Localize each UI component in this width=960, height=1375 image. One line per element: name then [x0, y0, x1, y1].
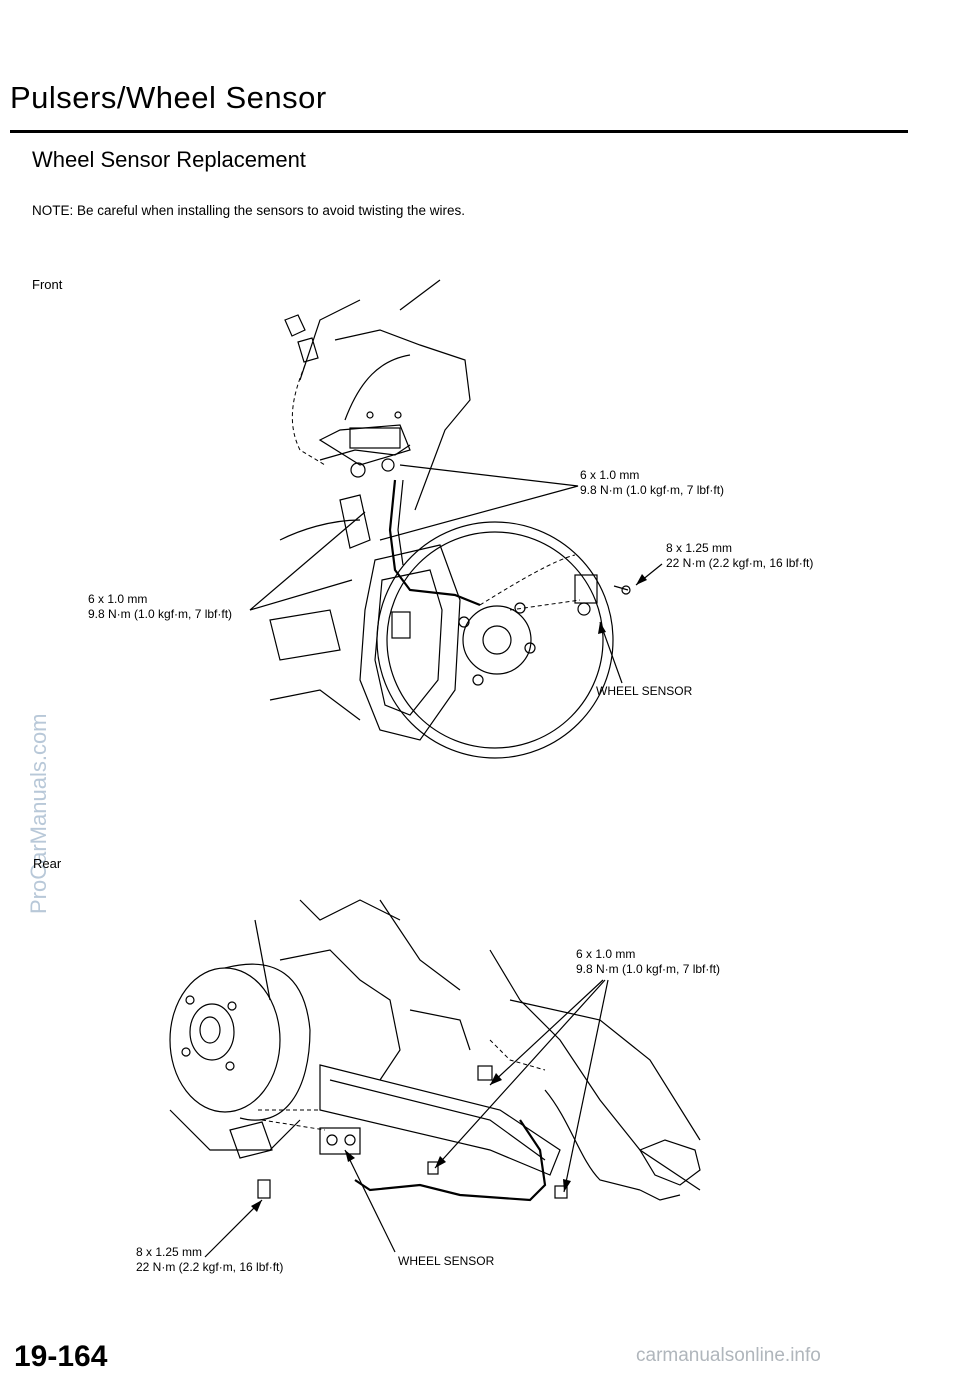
front-callout-bolt-6x1-left: 6 x 1.0 mm 9.8 N·m (1.0 kgf·m, 7 lbf·ft): [88, 592, 232, 622]
front-callout-bolt-8x125: 8 x 1.25 mm 22 N·m (2.2 kgf·m, 16 lbf·ft…: [666, 541, 813, 571]
front-wheel-sensor-label: WHEEL SENSOR: [596, 684, 693, 698]
callout-torque: 9.8 N·m (1.0 kgf·m, 7 lbf·ft): [88, 607, 233, 621]
callout-torque: 22 N·m (2.2 kgf·m, 16 lbf·ft): [136, 1260, 284, 1274]
bottom-watermark: carmanualsonline.info: [636, 1345, 821, 1366]
page-title: Pulsers/Wheel Sensor: [10, 80, 327, 115]
title-rule: [10, 130, 908, 133]
callout-size: 6 x 1.0 mm: [576, 947, 636, 961]
callout-size: 6 x 1.0 mm: [580, 468, 640, 482]
callout-torque: 22 N·m (2.2 kgf·m, 16 lbf·ft): [666, 556, 814, 570]
callout-size: 8 x 1.25 mm: [136, 1245, 203, 1259]
rear-heading: Rear: [33, 856, 62, 871]
callout-torque: 9.8 N·m (1.0 kgf·m, 7 lbf·ft): [576, 962, 721, 976]
callout-size: 6 x 1.0 mm: [88, 592, 148, 606]
rear-callout-bolt-6x1: 6 x 1.0 mm 9.8 N·m (1.0 kgf·m, 7 lbf·ft): [576, 947, 720, 977]
front-callout-bolt-6x1: 6 x 1.0 mm 9.8 N·m (1.0 kgf·m, 7 lbf·ft): [580, 468, 724, 498]
rear-wheel-sensor-label: WHEEL SENSOR: [398, 1254, 495, 1268]
front-heading: Front: [32, 277, 63, 292]
section-title: Wheel Sensor Replacement: [32, 147, 306, 172]
callout-torque: 9.8 N·m (1.0 kgf·m, 7 lbf·ft): [580, 483, 725, 497]
page-number: 19-164: [14, 1340, 108, 1373]
note-text: NOTE: Be careful when installing the sen…: [32, 203, 465, 218]
callout-size: 8 x 1.25 mm: [666, 541, 733, 555]
rear-callout-bolt-8x125: 8 x 1.25 mm 22 N·m (2.2 kgf·m, 16 lbf·ft…: [136, 1245, 283, 1275]
